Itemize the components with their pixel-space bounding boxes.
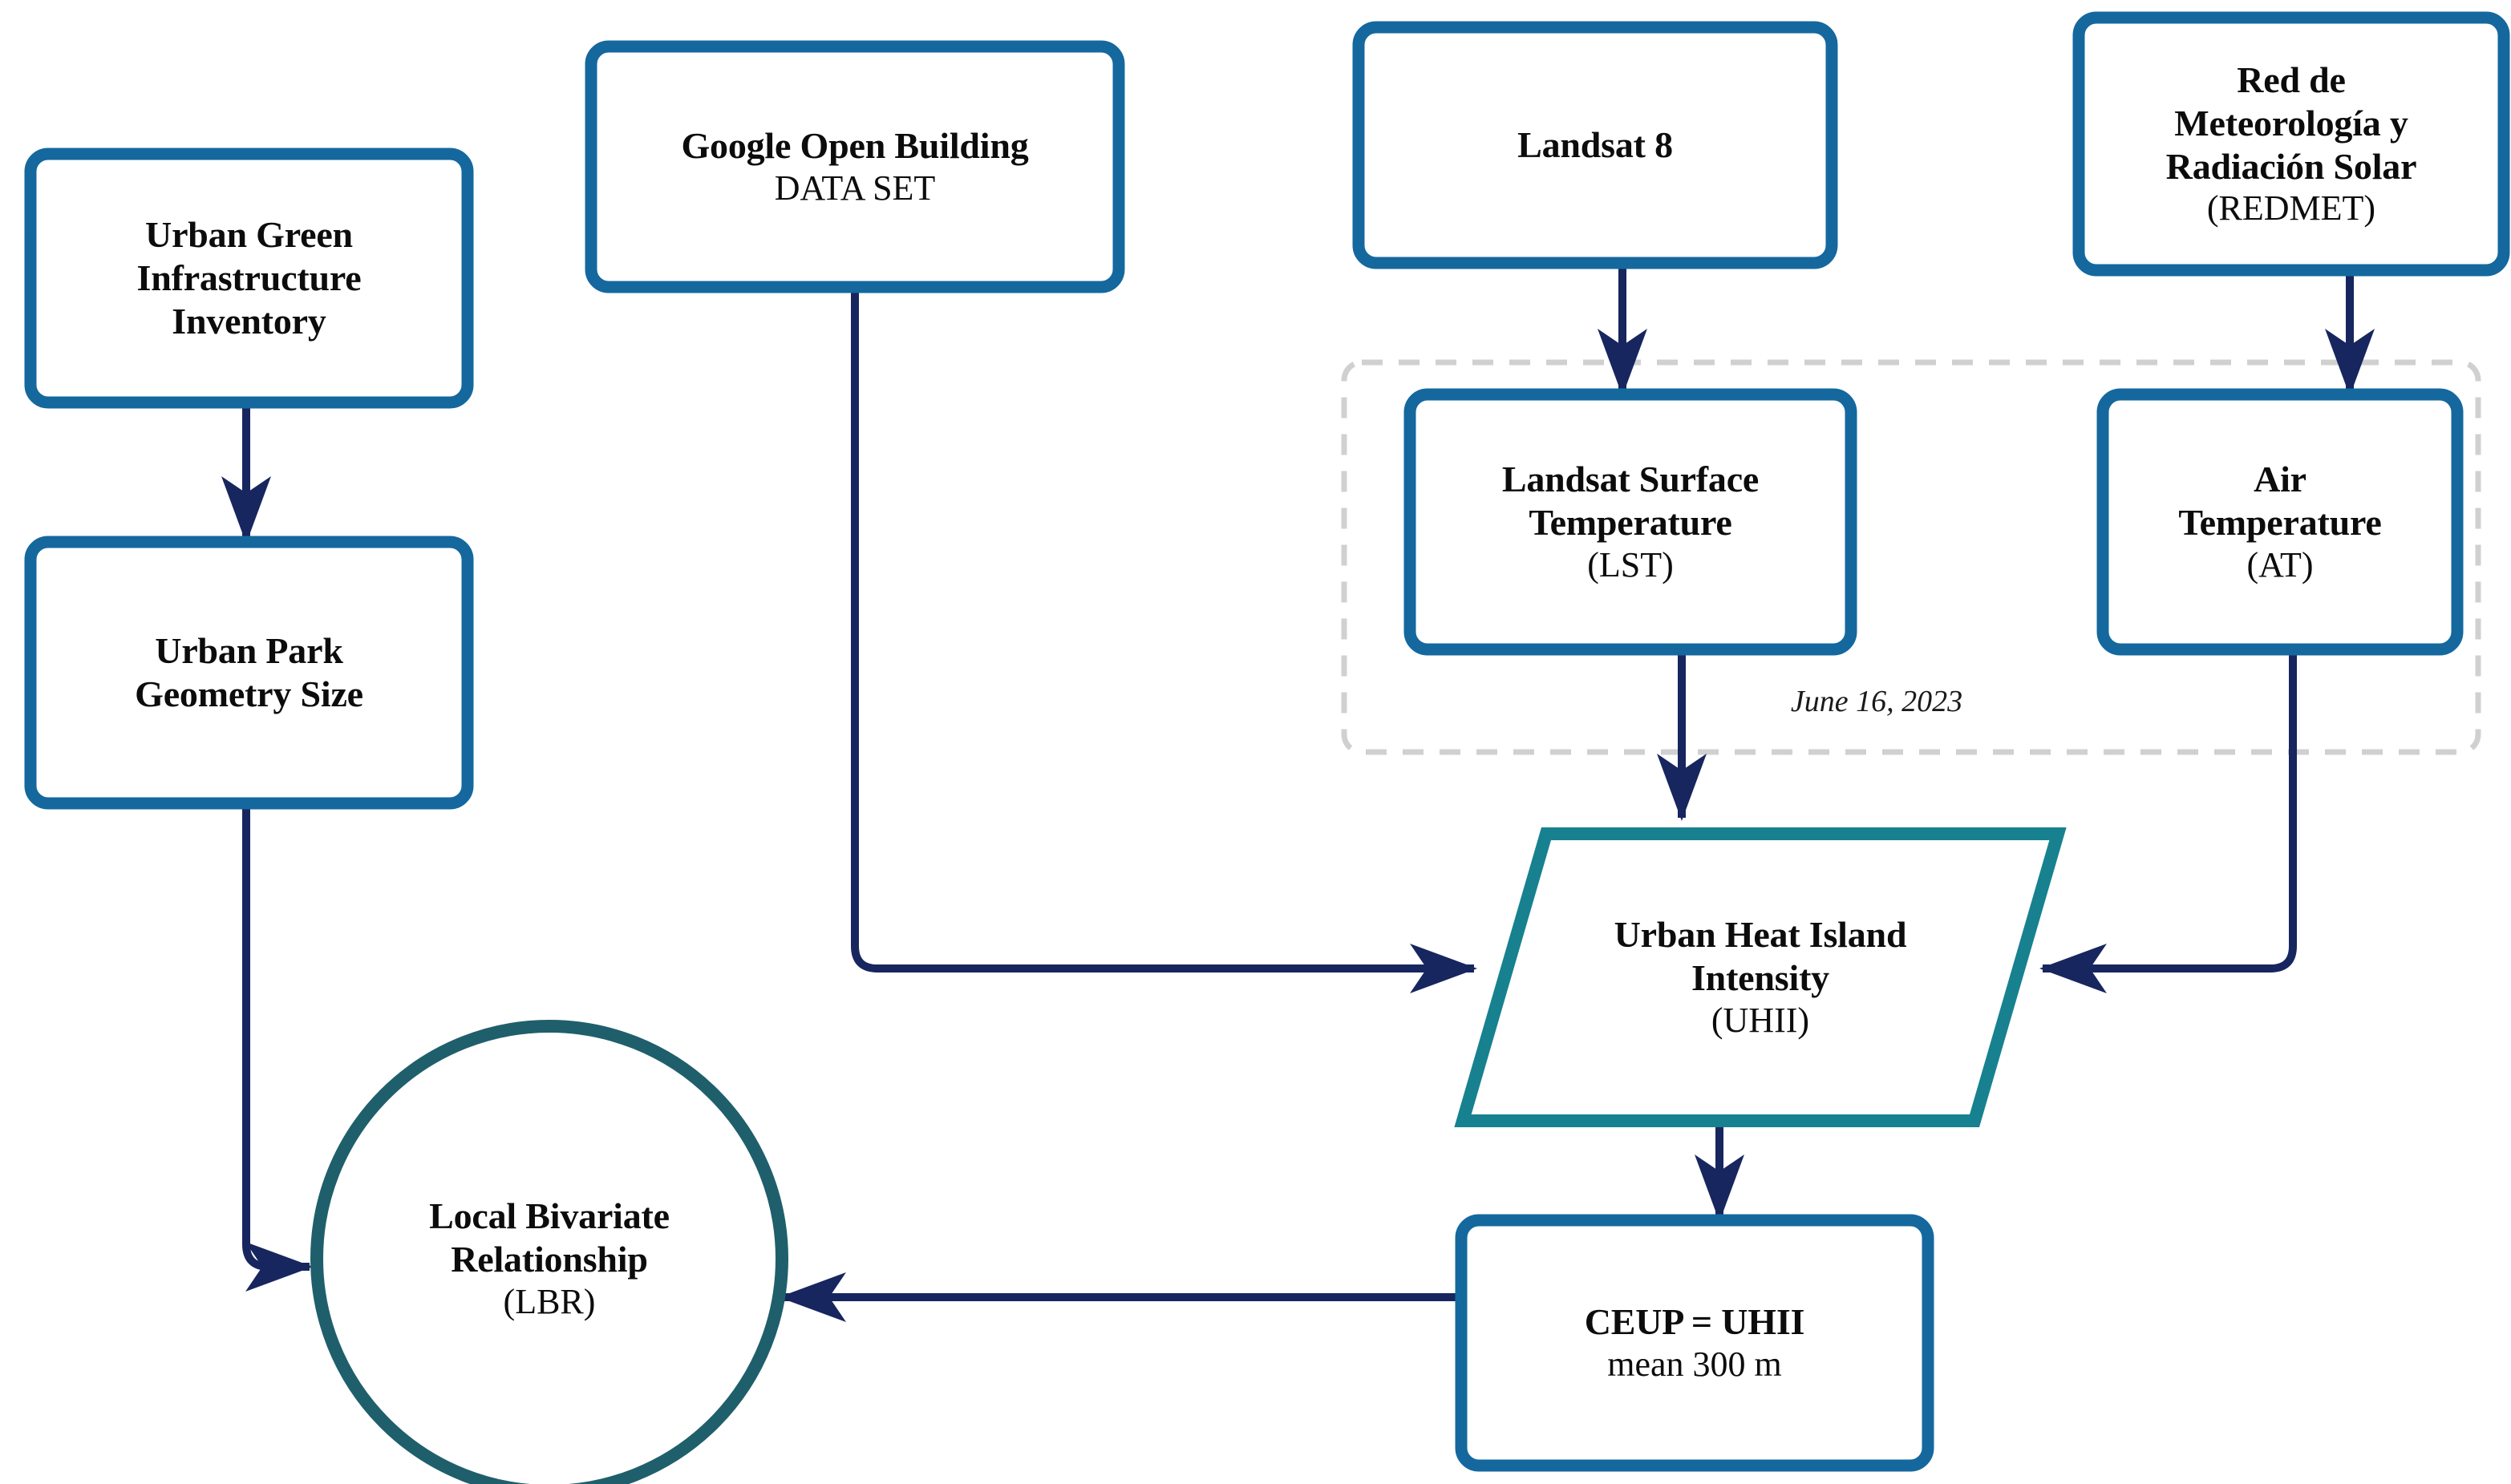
node-shape-redmet[interactable]	[2072, 11, 2510, 277]
node-shape-urban-green-infrastructure-inventory[interactable]	[24, 148, 474, 409]
edge-upgs-to-lbr	[242, 802, 313, 1292]
node-shape-landsat-surface-temperature[interactable]	[1403, 388, 1857, 656]
temperature-group-container	[1341, 359, 2481, 755]
node-shape-urban-park-geometry-size[interactable]	[24, 536, 474, 810]
edge-at-to-uhii	[2039, 648, 2297, 993]
node-shape-air-temperature[interactable]	[2096, 388, 2464, 656]
node-shape-urban-heat-island-intensity[interactable]	[1454, 827, 2067, 1127]
node-shape-landsat-8[interactable]	[1352, 21, 1838, 269]
edge-gob-to-uhii	[851, 285, 1477, 993]
node-shape-ceup[interactable]	[1455, 1214, 1934, 1472]
node-shape-local-bivariate-relationship[interactable]	[310, 1020, 788, 1484]
node-shape-google-open-building-data-set[interactable]	[585, 40, 1125, 293]
